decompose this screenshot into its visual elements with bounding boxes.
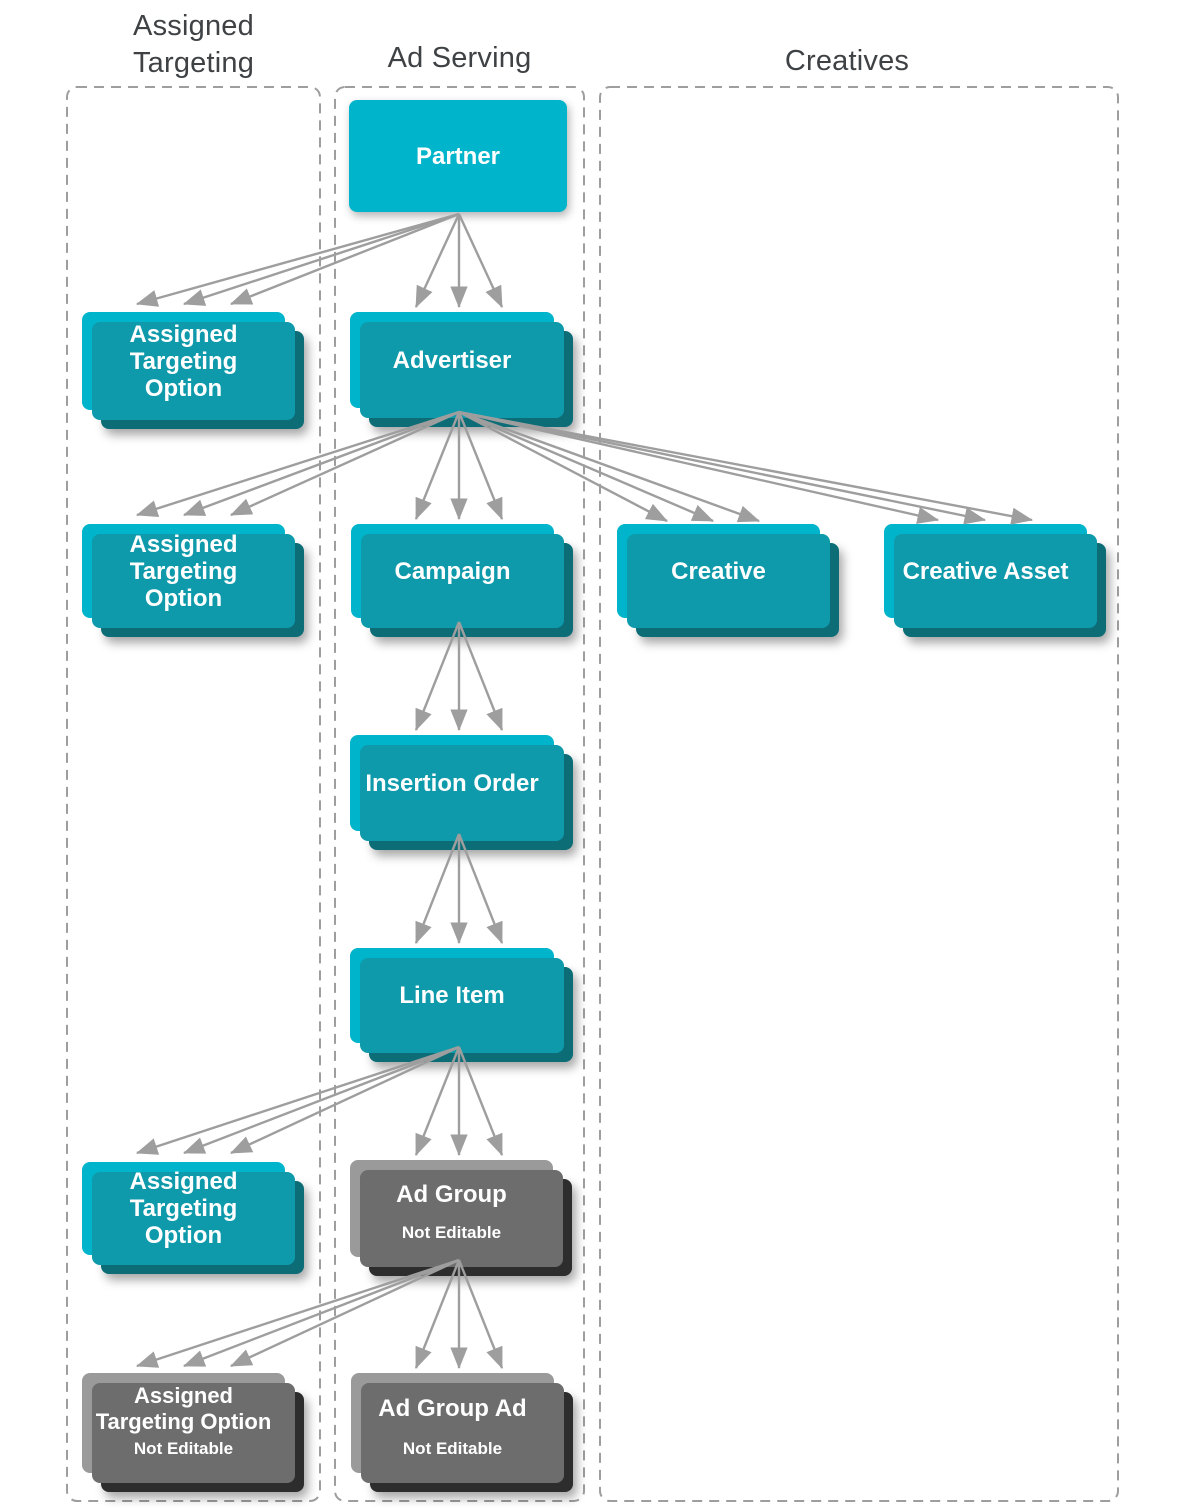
node-assigned-targeting-option-4: Assigned Targeting Option Not Editable [82, 1373, 285, 1473]
node-creative: Creative [617, 524, 820, 618]
node-assigned-targeting-option-2-label: Assigned Targeting Option [129, 530, 238, 612]
node-partner-label: Partner [415, 142, 501, 170]
node-assigned-targeting-option-3-label: Assigned Targeting Option [129, 1168, 238, 1249]
node-assigned-targeting-option-4-label: Assigned Targeting Option [95, 1382, 272, 1434]
node-creative-label: Creative [671, 557, 766, 585]
node-insertion-order: Insertion Order [350, 735, 554, 831]
node-campaign-label: Campaign [394, 557, 511, 585]
node-ad-group-label: Ad Group [396, 1180, 507, 1208]
column-header-assigned-targeting: Assigned Targeting [132, 10, 255, 79]
node-ad-group-ad-label: Ad Group Ad [378, 1395, 527, 1422]
node-ad-group-status: Not Editable [401, 1223, 502, 1242]
node-advertiser-label: Advertiser [392, 346, 512, 374]
node-creative-asset: Creative Asset [884, 524, 1087, 618]
column-ad-serving-border [334, 86, 585, 1502]
node-ad-group-ad-status: Not Editable [402, 1439, 503, 1458]
node-assigned-targeting-option-2: Assigned Targeting Option [82, 524, 285, 618]
column-header-ad-serving: Ad Serving [387, 42, 532, 74]
node-partner: Partner [349, 100, 567, 212]
node-assigned-targeting-option-1-label: Assigned Targeting Option [129, 320, 238, 402]
column-assigned-targeting-border [66, 86, 321, 1502]
node-ad-group-ad: Ad Group Ad Not Editable [351, 1373, 554, 1473]
node-line-item-label: Line Item [399, 982, 505, 1009]
node-ad-group: Ad Group Not Editable [350, 1160, 553, 1257]
node-assigned-targeting-option-1: Assigned Targeting Option [82, 312, 285, 410]
column-creatives-border [599, 86, 1119, 1502]
node-assigned-targeting-option-4-status: Not Editable [133, 1439, 234, 1458]
node-creative-asset-label: Creative Asset [902, 557, 1069, 585]
node-campaign: Campaign [351, 524, 554, 618]
column-header-creatives: Creatives [784, 45, 910, 77]
node-assigned-targeting-option-3: Assigned Targeting Option [82, 1162, 285, 1255]
node-advertiser: Advertiser [350, 312, 554, 408]
node-line-item: Line Item [350, 948, 554, 1043]
node-insertion-order-label: Insertion Order [365, 769, 539, 797]
